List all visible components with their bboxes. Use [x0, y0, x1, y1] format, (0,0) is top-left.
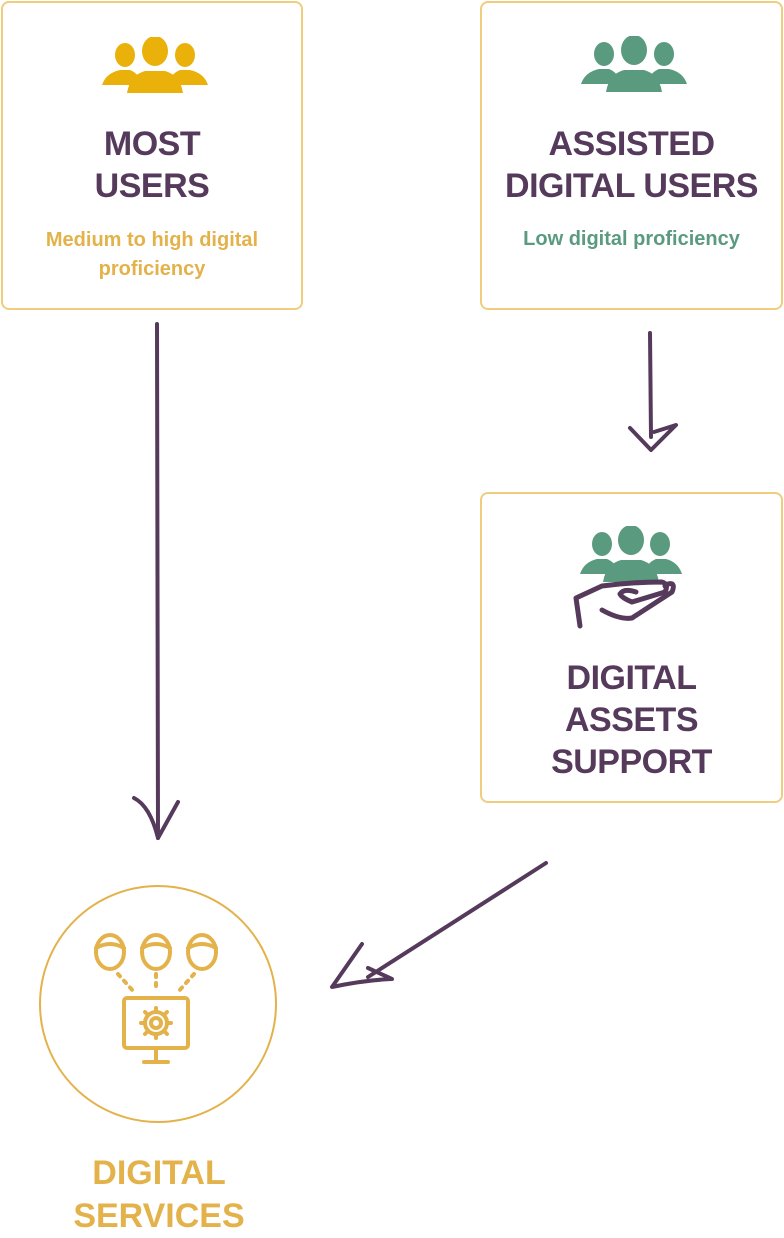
node-subtitle: Low digital proficiency — [523, 228, 740, 250]
node-assisted-digital-users: ASSISTED DIGITAL USERS Low digital profi… — [480, 1, 783, 310]
users-connected-to-computer-icon — [94, 933, 218, 1064]
node-title: DIGITAL USERS — [505, 167, 758, 205]
node-title: ASSISTED — [548, 125, 715, 163]
node-title: DIGITAL — [566, 659, 697, 697]
users-group-icon — [581, 36, 687, 92]
node-digital-services — [39, 885, 277, 1123]
node-title: USERS — [94, 167, 210, 205]
arrow-most-users-to-digital-services — [132, 322, 180, 840]
digital-services-title: DIGITAL SERVICES — [0, 1152, 318, 1238]
node-title: DIGITAL — [92, 1154, 226, 1192]
node-subtitle: Medium to high digital — [45, 229, 259, 251]
arrow-assisted-to-assets-support — [628, 331, 678, 452]
node-title: SERVICES — [73, 1197, 245, 1235]
node-title: MOST — [103, 125, 201, 163]
hand-supporting-users-icon — [573, 526, 682, 629]
users-group-icon — [102, 37, 208, 93]
node-digital-assets-support: DIGITAL ASSETS SUPPORT — [480, 492, 783, 803]
arrow-assets-support-to-digital-services — [330, 861, 548, 989]
node-most-users: MOST USERS Medium to high digital profic… — [1, 1, 303, 310]
node-title: SUPPORT — [551, 743, 712, 781]
node-title: ASSETS — [564, 701, 699, 739]
node-subtitle: proficiency — [98, 258, 206, 280]
